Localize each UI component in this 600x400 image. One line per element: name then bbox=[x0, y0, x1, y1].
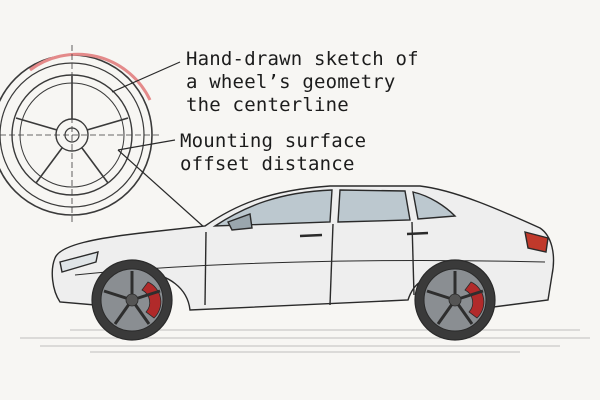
ground-hatching bbox=[20, 329, 590, 353]
car-body bbox=[51, 185, 555, 311]
annotation-geometry-line-3: the centerline bbox=[186, 94, 349, 116]
annotation-mounting-line-1: Mounting surface bbox=[180, 130, 367, 152]
leader-lines bbox=[111, 61, 206, 229]
annotation-geometry-line-1: Hand-drawn sketch of bbox=[186, 48, 419, 70]
front-wheel bbox=[91, 259, 173, 341]
annotation-wheel-geometry: Hand-drawn sketch of a wheel’s geometry … bbox=[186, 48, 419, 117]
annotation-mounting-offset: Mounting surface offset distance bbox=[180, 130, 366, 176]
annotation-mounting-line-2: offset distance bbox=[180, 153, 355, 175]
rim-highlight-arc bbox=[29, 52, 152, 101]
annotation-geometry-line-2: a wheel’s geometry bbox=[186, 71, 396, 93]
rear-wheel bbox=[414, 259, 496, 341]
wheel-detail-sketch bbox=[0, 45, 160, 225]
